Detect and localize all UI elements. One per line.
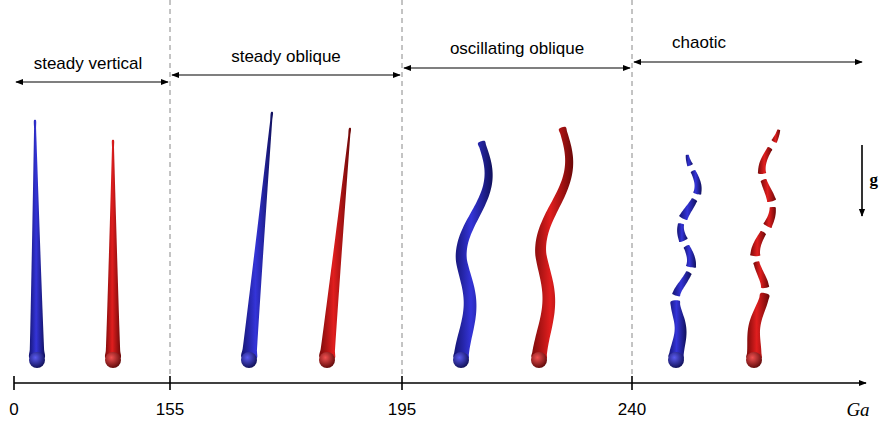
range-arrows: [16, 62, 862, 82]
range-arrow: [634, 61, 862, 62]
sphere: [241, 352, 257, 368]
wake-isosurface: [453, 141, 492, 360]
wake-isosurface: [758, 147, 772, 174]
divider-line: [170, 0, 171, 376]
wake-isosurface: [750, 231, 766, 256]
divider-line: [632, 0, 633, 376]
gravity-arrow: [861, 145, 863, 216]
wake-isosurface: [668, 300, 686, 359]
wake-isosurface: [686, 155, 693, 167]
wakes: [29, 112, 780, 368]
gravity-label: g: [870, 171, 879, 188]
range-arrow: [16, 81, 168, 82]
range-arrow: [172, 74, 400, 75]
wake-isosurface: [679, 198, 697, 220]
wake-isosurface: [691, 170, 702, 195]
wake-isosurface: [684, 245, 696, 268]
sphere: [29, 352, 45, 368]
wake-isosurface: [29, 120, 45, 360]
axis-tick: [169, 376, 171, 390]
wake-isosurface: [677, 223, 688, 242]
regime-label: steady vertical: [34, 55, 143, 72]
regime-dividers: [170, 0, 632, 376]
wake-isosurface: [746, 293, 769, 360]
tick-label: 240: [618, 401, 646, 418]
wake-isosurface: [241, 112, 273, 360]
regime-label: oscillating oblique: [450, 40, 584, 57]
sphere: [531, 352, 547, 368]
sphere: [319, 352, 335, 368]
wake-isosurface: [761, 179, 776, 202]
wake-isosurface: [763, 207, 775, 228]
wake-isosurface: [771, 130, 780, 143]
regime-label: chaotic: [672, 34, 726, 51]
axis-line: [14, 382, 866, 384]
sphere: [668, 352, 684, 368]
tick-label: 195: [388, 401, 416, 418]
sphere: [105, 352, 121, 368]
axis-title: Ga: [846, 400, 869, 419]
divider-line: [402, 0, 403, 376]
regime-label: steady oblique: [231, 48, 341, 65]
sphere: [746, 352, 762, 368]
range-arrow: [404, 67, 630, 68]
wake-isosurface: [531, 127, 573, 360]
wake-isosurface: [672, 271, 691, 296]
axis-tick: [631, 376, 633, 390]
ga-axis: [14, 376, 866, 390]
axis-tick: [13, 376, 15, 390]
wake-isosurface: [753, 261, 769, 288]
axis-tick: [401, 376, 403, 390]
sphere: [453, 352, 469, 368]
tick-label: 0: [9, 401, 18, 418]
wake-isosurface: [319, 128, 351, 360]
tick-label: 155: [156, 401, 184, 418]
wake-isosurface: [105, 140, 121, 360]
